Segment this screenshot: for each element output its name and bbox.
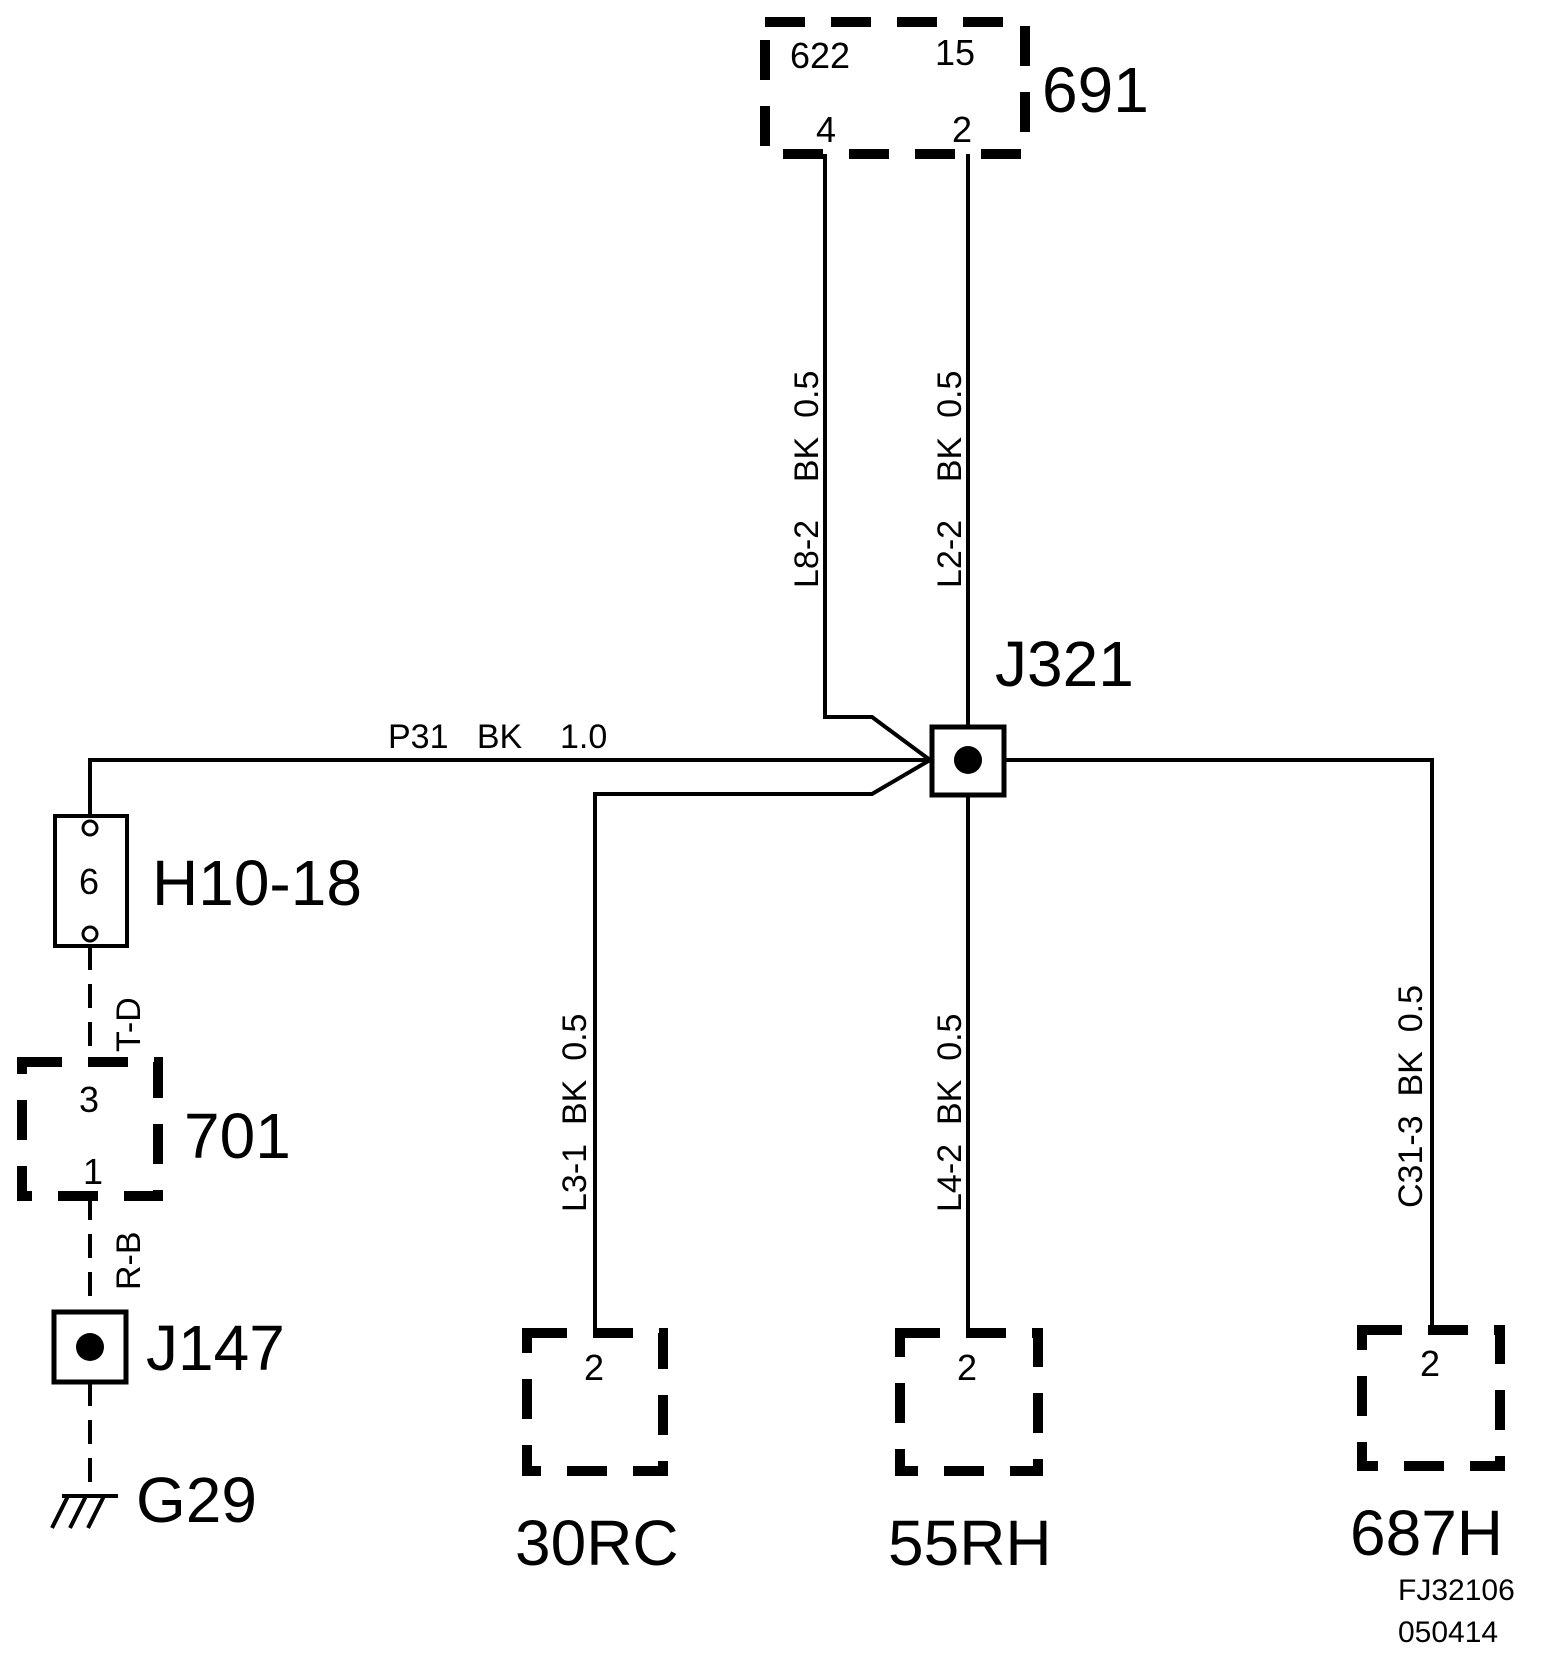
wire-l3-1[interactable] [593,758,932,1333]
ground-hatch-icon [50,1495,106,1529]
connector-701-label: 701 [184,1100,291,1172]
connector-30rc-label: 30RC [515,1507,679,1579]
wire-r-b-label: R-B [110,1231,148,1290]
connector-55rh-pin: 2 [957,1347,977,1388]
connector-701-pin-3: 3 [79,1079,99,1120]
wire-l8-2[interactable] [823,154,932,762]
ground-g29[interactable]: G29 [50,1464,257,1536]
connector-687h-label: 687H [1350,1497,1503,1569]
connector-687h-box [1357,1325,1505,1471]
wire-p31-label: P31 BK 1.0 [388,718,607,756]
wire-l8-2-label: L8-2 BK 0.5 [788,371,826,588]
connector-30rc-box [522,1328,668,1476]
connector-687h[interactable]: 2 687H [1350,1325,1505,1569]
connector-55rh[interactable]: 2 55RH [888,1328,1052,1579]
splice-j147[interactable]: J147 [51,1309,285,1385]
wire-c31-3-label: C31-3 BK 0.5 [1392,985,1430,1208]
connector-55rh-box [895,1328,1043,1476]
wire-c31-3[interactable] [1004,758,1434,1333]
connector-h10-18-label: H10-18 [152,847,362,919]
splice-j321-label: J321 [995,628,1134,700]
connector-h10-18-pin: 6 [79,861,99,902]
splice-j147-dot [76,1333,104,1361]
wire-p31[interactable] [88,758,932,816]
connector-h10-18-bottom-terminal [81,925,99,943]
connector-h10-18-top-terminal [81,819,99,837]
wire-l2-2-label: L2-2 BK 0.5 [931,371,969,588]
reference-code: FJ32106 [1398,1574,1515,1607]
connector-h10-18[interactable]: 6 H10-18 [53,814,362,948]
connector-h10-18-box [53,814,129,948]
connector-691-pin-622: 622 [790,35,850,76]
connector-701-pin-1: 1 [83,1151,103,1192]
splice-j321[interactable]: J321 [929,628,1134,798]
connector-691-pin-15: 15 [935,32,975,73]
connector-701[interactable]: 3 1 701 [17,1057,291,1201]
connector-691[interactable]: 622 15 4 2 691 [760,17,1149,159]
splice-j147-label: J147 [146,1312,285,1384]
splice-j321-dot [954,746,982,774]
connector-691-pin-2: 2 [952,109,972,150]
wire-l3-1-label: L3-1 BK 0.5 [556,1014,594,1212]
connector-30rc-pin: 2 [584,1347,604,1388]
connector-30rc[interactable]: 2 30RC [515,1328,679,1579]
connector-691-label: 691 [1042,54,1149,126]
connector-691-pin-4: 4 [816,109,836,150]
connector-687h-pin: 2 [1420,1343,1440,1384]
wire-l4-2-label: L4-2 BK 0.5 [931,1014,969,1212]
connector-55rh-label: 55RH [888,1507,1052,1579]
ground-g29-label: G29 [136,1464,257,1536]
reference-date: 050414 [1398,1616,1498,1649]
wire-t-d-label: T-D [110,997,148,1052]
